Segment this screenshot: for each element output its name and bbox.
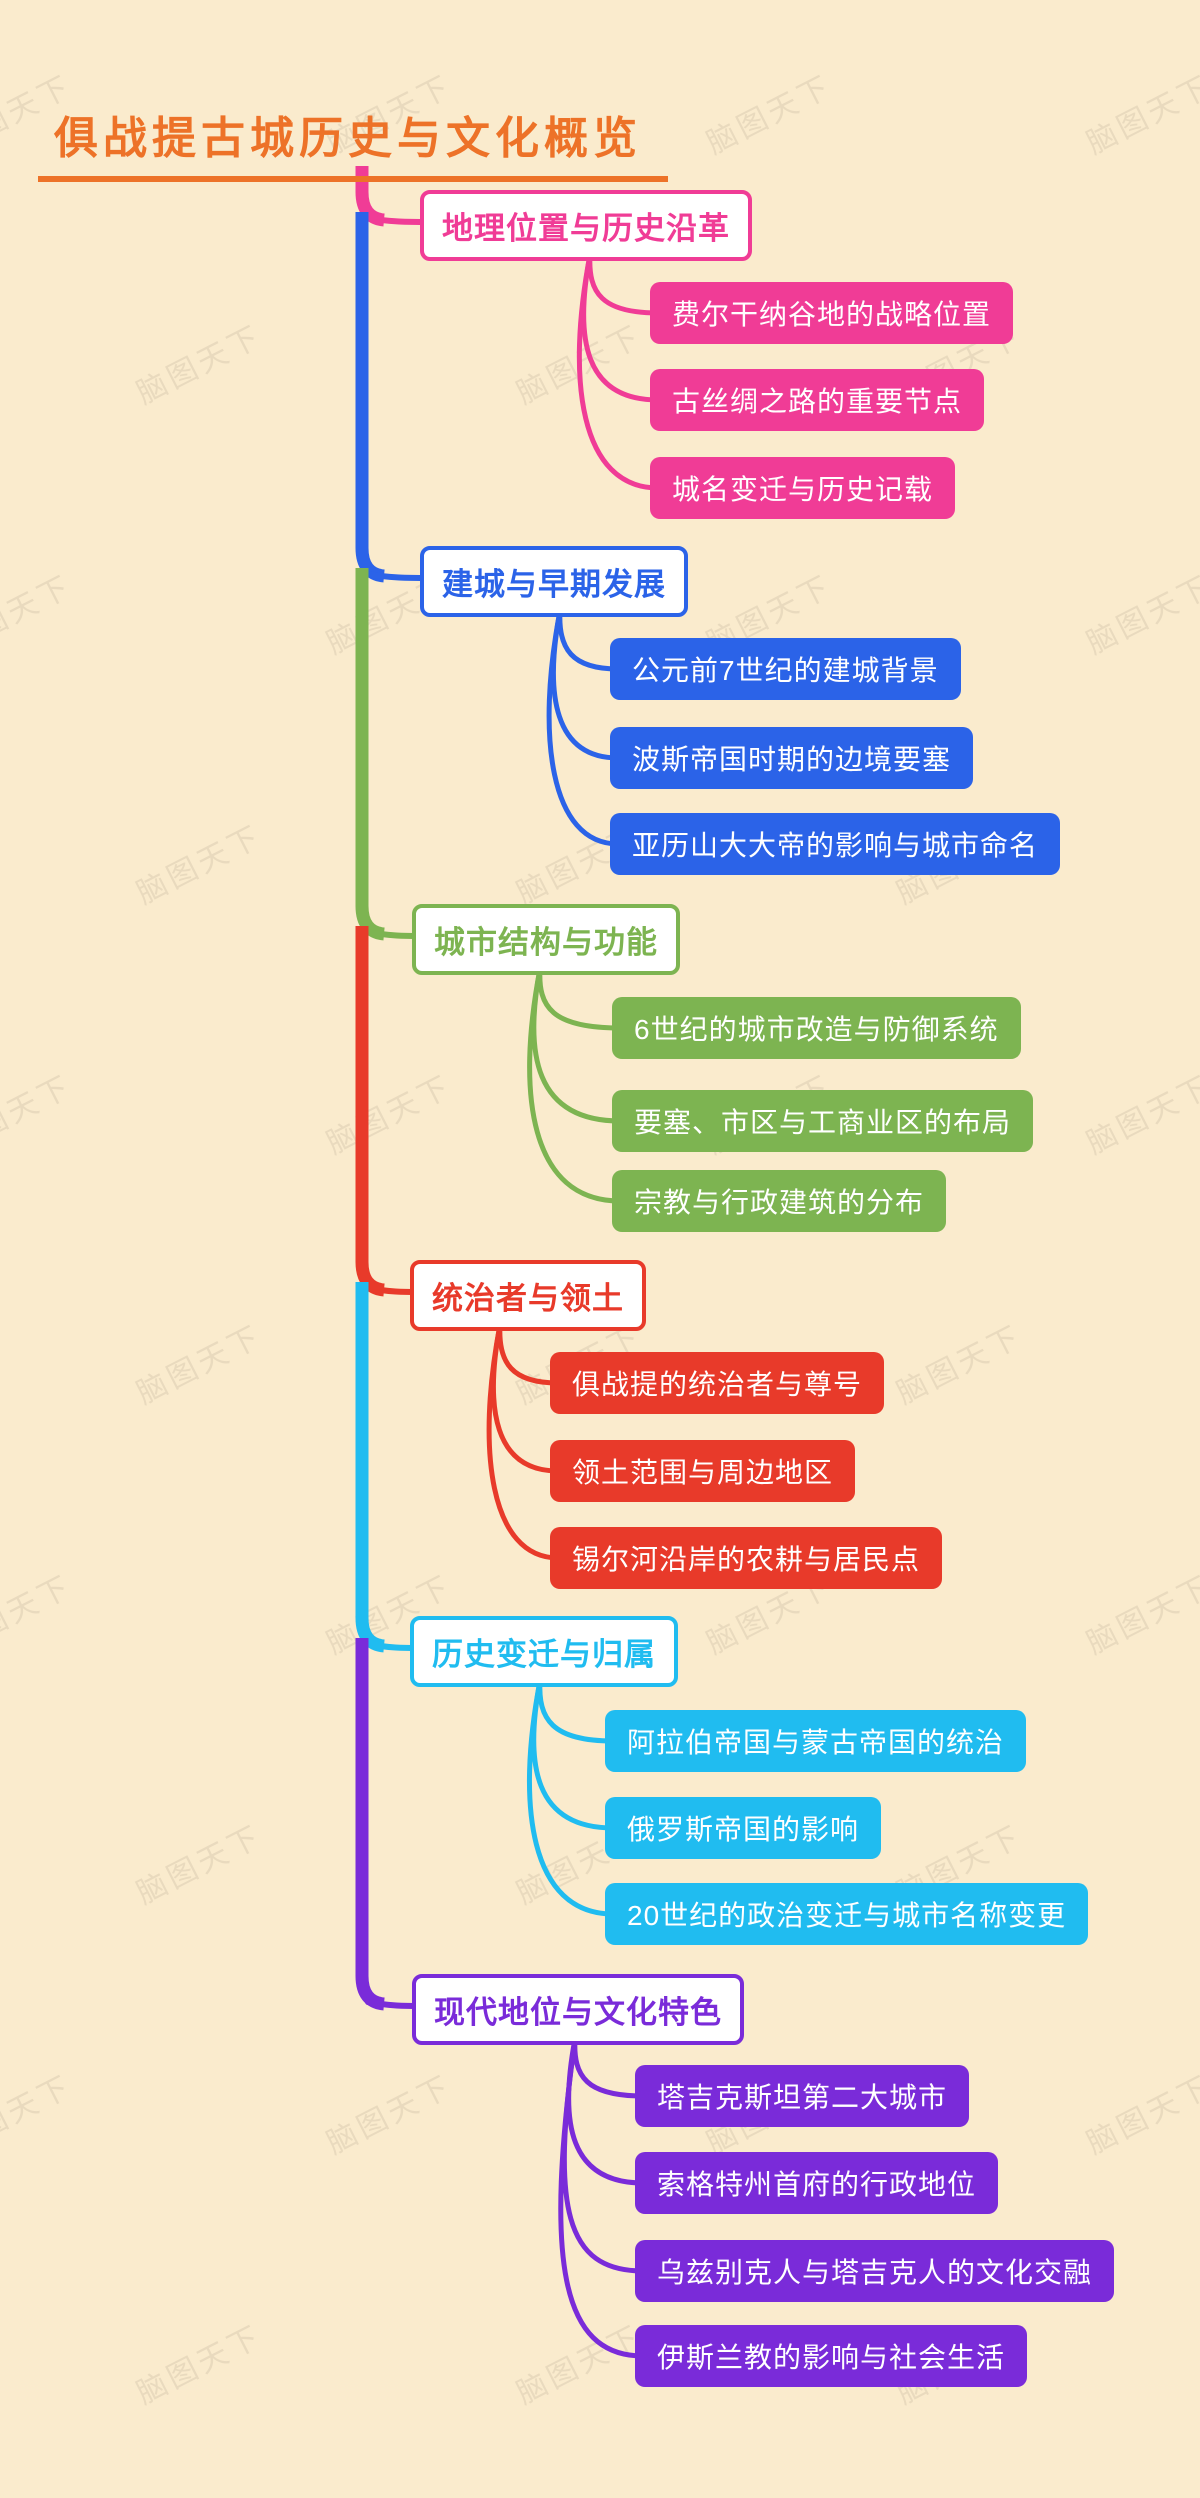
child-connector <box>526 1678 616 1917</box>
branch-node-founding-early-development[interactable]: 建城与早期发展 <box>420 546 688 617</box>
sub-topic[interactable]: 伊斯兰教的影响与社会生活 <box>635 2325 1028 2387</box>
child-connector <box>558 2036 646 2359</box>
branch-node-geography-history[interactable]: 地理位置与历史沿革 <box>420 190 752 261</box>
spine-segment <box>355 1638 386 2011</box>
child-connector <box>576 252 661 491</box>
child-connector <box>527 966 623 1204</box>
child-connector <box>566 2036 646 2186</box>
child-connector <box>537 1678 616 1744</box>
child-connector <box>581 252 661 403</box>
mindmap-root-title[interactable]: 俱战提古城历史与文化概览 <box>38 102 668 182</box>
branch-node-modern-status-culture[interactable]: 现代地位与文化特色 <box>412 1974 744 2045</box>
spine-segment <box>355 212 386 583</box>
spine-segment <box>355 1282 386 1653</box>
sub-topic[interactable]: 索格特州首府的行政地位 <box>635 2152 999 2214</box>
sub-topic[interactable]: 领土范围与周边地区 <box>550 1440 856 1502</box>
sub-topic[interactable]: 要塞、市区与工商业区的布局 <box>612 1090 1034 1152</box>
sub-topic[interactable]: 亚历山大大帝的影响与城市命名 <box>610 813 1061 875</box>
branch-node-rulers-territory[interactable]: 统治者与领土 <box>410 1260 646 1331</box>
child-connector <box>531 966 623 1124</box>
sub-topic[interactable]: 俄罗斯帝国的影响 <box>605 1797 882 1859</box>
spine-segment <box>355 568 386 941</box>
sub-topic[interactable]: 公元前7世纪的建城背景 <box>610 638 961 700</box>
sub-topic[interactable]: 6世纪的城市改造与防御系统 <box>612 997 1021 1059</box>
sub-topic[interactable]: 古丝绸之路的重要节点 <box>650 369 985 431</box>
sub-topic[interactable]: 城名变迁与历史记载 <box>650 457 956 519</box>
child-connector <box>531 1678 616 1831</box>
branch-node-historical-changes[interactable]: 历史变迁与归属 <box>410 1616 678 1687</box>
sub-topic[interactable]: 阿拉伯帝国与蒙古帝国的统治 <box>605 1710 1027 1772</box>
sub-topic[interactable]: 波斯帝国时期的边境要塞 <box>610 727 974 789</box>
child-connector <box>546 608 621 847</box>
child-connector <box>537 966 623 1031</box>
sub-topic[interactable]: 锡尔河沿岸的农耕与居民点 <box>550 1527 943 1589</box>
sub-topic[interactable]: 塔吉克斯坦第二大城市 <box>635 2065 970 2127</box>
child-connector <box>486 1322 561 1561</box>
sub-topic[interactable]: 宗教与行政建筑的分布 <box>612 1170 947 1232</box>
sub-topic[interactable]: 费尔干纳谷地的战略位置 <box>650 282 1014 344</box>
child-connector <box>561 2036 646 2274</box>
sub-topic[interactable]: 俱战提的统治者与尊号 <box>550 1352 885 1414</box>
spine-segment <box>355 926 386 1297</box>
child-connector <box>572 2036 646 2099</box>
child-connector <box>587 252 661 316</box>
sub-topic[interactable]: 20世纪的政治变迁与城市名称变更 <box>605 1883 1089 1945</box>
sub-topic[interactable]: 乌兹别克人与塔吉克人的文化交融 <box>635 2240 1115 2302</box>
branch-node-city-structure-function[interactable]: 城市结构与功能 <box>412 904 680 975</box>
